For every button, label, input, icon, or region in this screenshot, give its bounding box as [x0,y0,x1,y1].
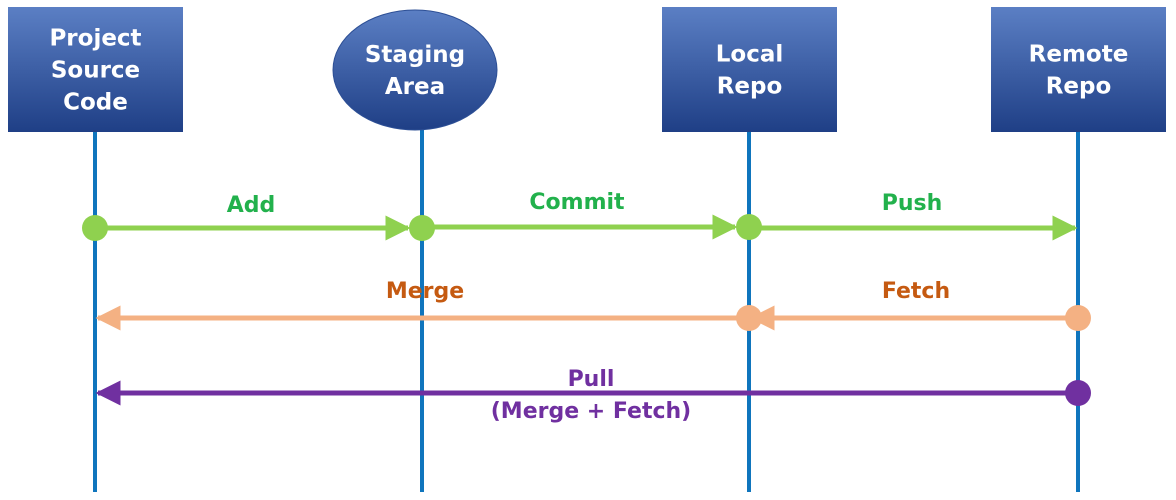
edge-add: Add [82,193,435,241]
edge-label-line: Fetch [882,279,950,304]
edge-merge: Merge [95,279,762,331]
node-label-line: Code [63,90,128,116]
node-label-line: Area [385,74,445,100]
edge-label-push: Push [882,191,943,216]
node-label-line: Remote [1029,42,1129,68]
edge-label-pull: Pull (Merge + Fetch) [491,367,691,424]
node-label-line: Local [716,42,784,68]
edge-start-dot-pull [1065,380,1091,406]
edge-pull: Pull (Merge + Fetch) [95,367,1091,424]
edge-label-commit: Commit [529,190,625,215]
edge-label-fetch: Fetch [882,279,950,304]
edge-fetch: Fetch [749,279,1091,331]
edge-commit: Commit [422,190,762,240]
node-shape-local [662,7,837,132]
node-label-line: Repo [1046,74,1112,100]
node-shape-remote [991,7,1166,132]
node-label-line: Project [49,26,141,52]
edge-start-dot-add [82,215,108,241]
edge-label-line: (Merge + Fetch) [491,399,691,424]
edge-start-dot-fetch [1065,305,1091,331]
node-label-line: Staging [365,42,465,68]
edge-push: Push [749,191,1078,241]
edge-label-add: Add [227,193,276,218]
node-shape-staging [332,9,498,131]
edge-label-line: Push [882,191,943,216]
node-shape-project [8,7,183,132]
edge-label-line: Commit [529,190,625,215]
edge-label-line: Pull [568,367,615,392]
node-label-line: Repo [717,74,783,100]
edge-label-merge: Merge [386,279,464,304]
node-label-line: Source [51,58,140,84]
edge-label-line: Merge [386,279,464,304]
edge-label-line: Add [227,193,276,218]
